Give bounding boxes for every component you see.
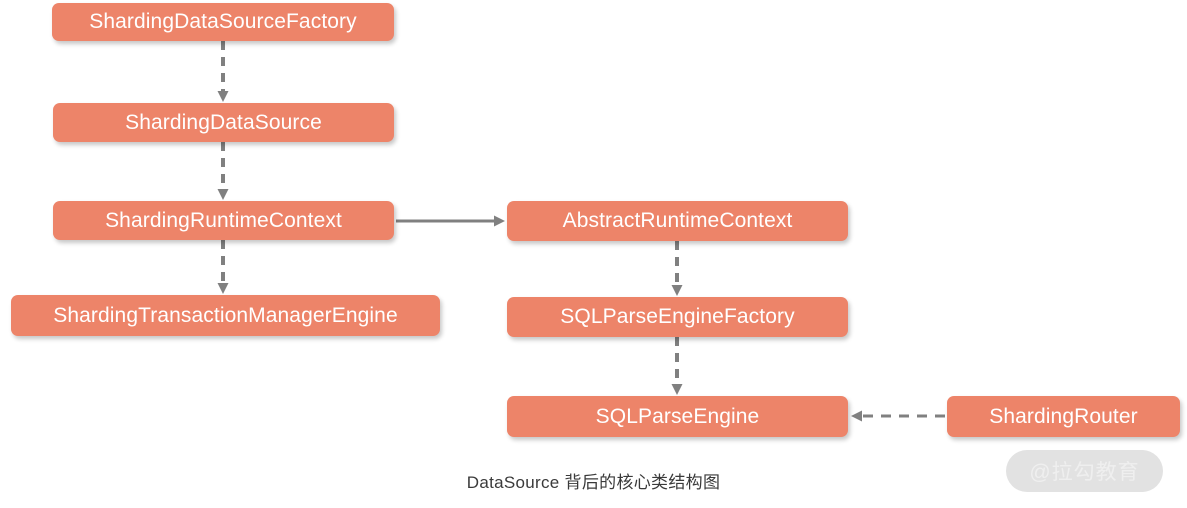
node-sql-parse-engine[interactable]: SQLParseEngine — [507, 396, 848, 437]
node-sql-parse-engine-factory[interactable]: SQLParseEngineFactory — [507, 297, 848, 337]
edge-abstract-to-parse-factory — [671, 241, 683, 296]
node-label: AbstractRuntimeContext — [562, 209, 793, 232]
edge-arrowhead — [217, 283, 229, 294]
node-sharding-router[interactable]: ShardingRouter — [947, 396, 1180, 437]
edge-datasource-to-runtime-context — [217, 142, 229, 200]
node-label: ShardingTransactionManagerEngine — [53, 303, 398, 327]
node-label: ShardingRuntimeContext — [105, 208, 342, 232]
node-sharding-data-source-factory[interactable]: ShardingDataSourceFactory — [52, 3, 394, 41]
edge-arrowhead — [217, 91, 229, 102]
edge-runtime-context-to-transaction-manager — [217, 240, 229, 294]
watermark-badge: @拉勾教育 — [1006, 450, 1163, 492]
node-sharding-transaction-manager-engine[interactable]: ShardingTransactionManagerEngine — [11, 295, 440, 336]
node-label: ShardingRouter — [989, 404, 1138, 428]
node-label: SQLParseEngine — [595, 404, 760, 428]
edge-arrowhead — [217, 189, 229, 200]
edge-arrowhead — [851, 410, 862, 422]
edge-router-to-parse-engine — [851, 410, 945, 422]
watermark-label: @拉勾教育 — [1029, 461, 1140, 484]
node-label: ShardingDataSource — [125, 110, 322, 134]
node-sharding-runtime-context[interactable]: ShardingRuntimeContext — [53, 201, 394, 240]
edge-arrowhead — [494, 215, 505, 227]
edge-factory-to-datasource — [217, 41, 229, 102]
edge-arrowhead — [671, 384, 683, 395]
edge-sharding-to-abstract-runtime-context — [396, 215, 505, 227]
edge-parse-factory-to-parse-engine — [671, 337, 683, 395]
edge-arrowhead — [671, 285, 683, 296]
node-label: ShardingDataSourceFactory — [89, 10, 357, 33]
node-abstract-runtime-context[interactable]: AbstractRuntimeContext — [507, 201, 848, 241]
figure-caption: DataSource 背后的核心类结构图 — [466, 473, 721, 492]
node-sharding-data-source[interactable]: ShardingDataSource — [53, 103, 394, 142]
node-label: SQLParseEngineFactory — [560, 305, 795, 328]
